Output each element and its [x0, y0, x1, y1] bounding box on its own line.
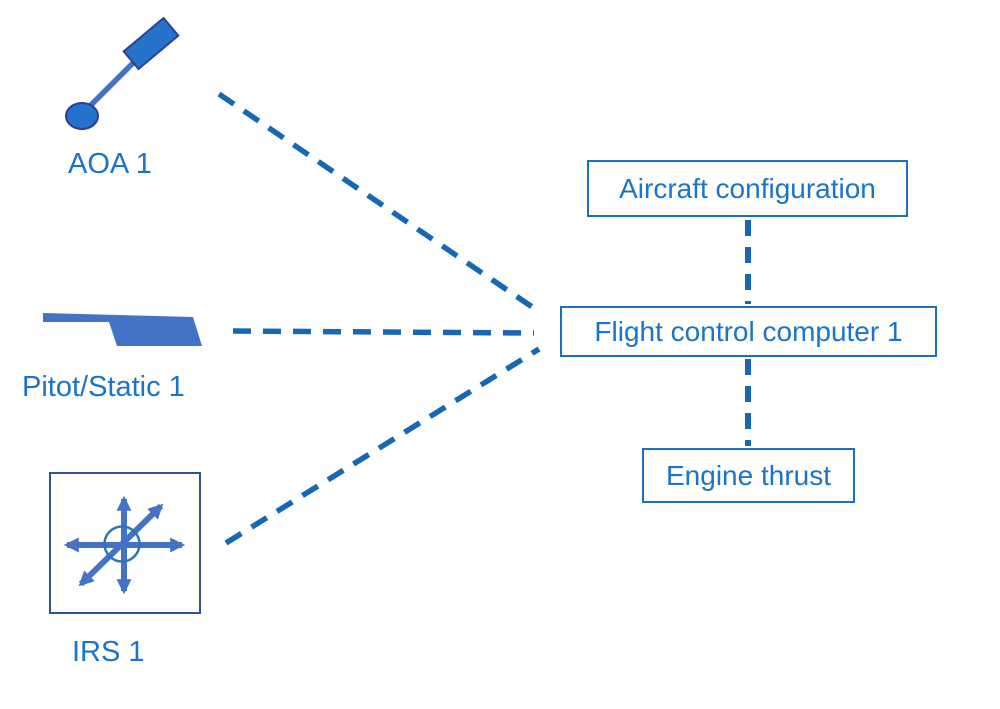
connector-aoa-to-fcc — [217, 91, 543, 316]
engine-thrust-box: Engine thrust — [642, 448, 855, 503]
aoa-vane-base — [65, 102, 99, 130]
aoa-vane-icon — [65, 16, 180, 130]
aoa-sensor-label: AOA 1 — [68, 148, 152, 180]
flight-control-computer-box: Flight control computer 1 — [560, 306, 937, 357]
irs-diagonal-axis-arrow — [78, 503, 164, 587]
pitot-static-sensor-label: Pitot/Static 1 — [22, 371, 185, 403]
irs-axes-icon — [49, 472, 201, 614]
irs-center-circle — [103, 525, 141, 563]
pitot-tube-shape — [43, 313, 202, 346]
connector-pitot-to-fcc — [232, 328, 535, 336]
pitot-tube-icon — [43, 313, 202, 346]
aircraft-configuration-box: Aircraft configuration — [587, 160, 908, 217]
irs-sensor-label: IRS 1 — [72, 636, 145, 668]
aoa-vane-counterweight — [122, 16, 180, 71]
connector-irs-to-fcc — [224, 346, 541, 546]
